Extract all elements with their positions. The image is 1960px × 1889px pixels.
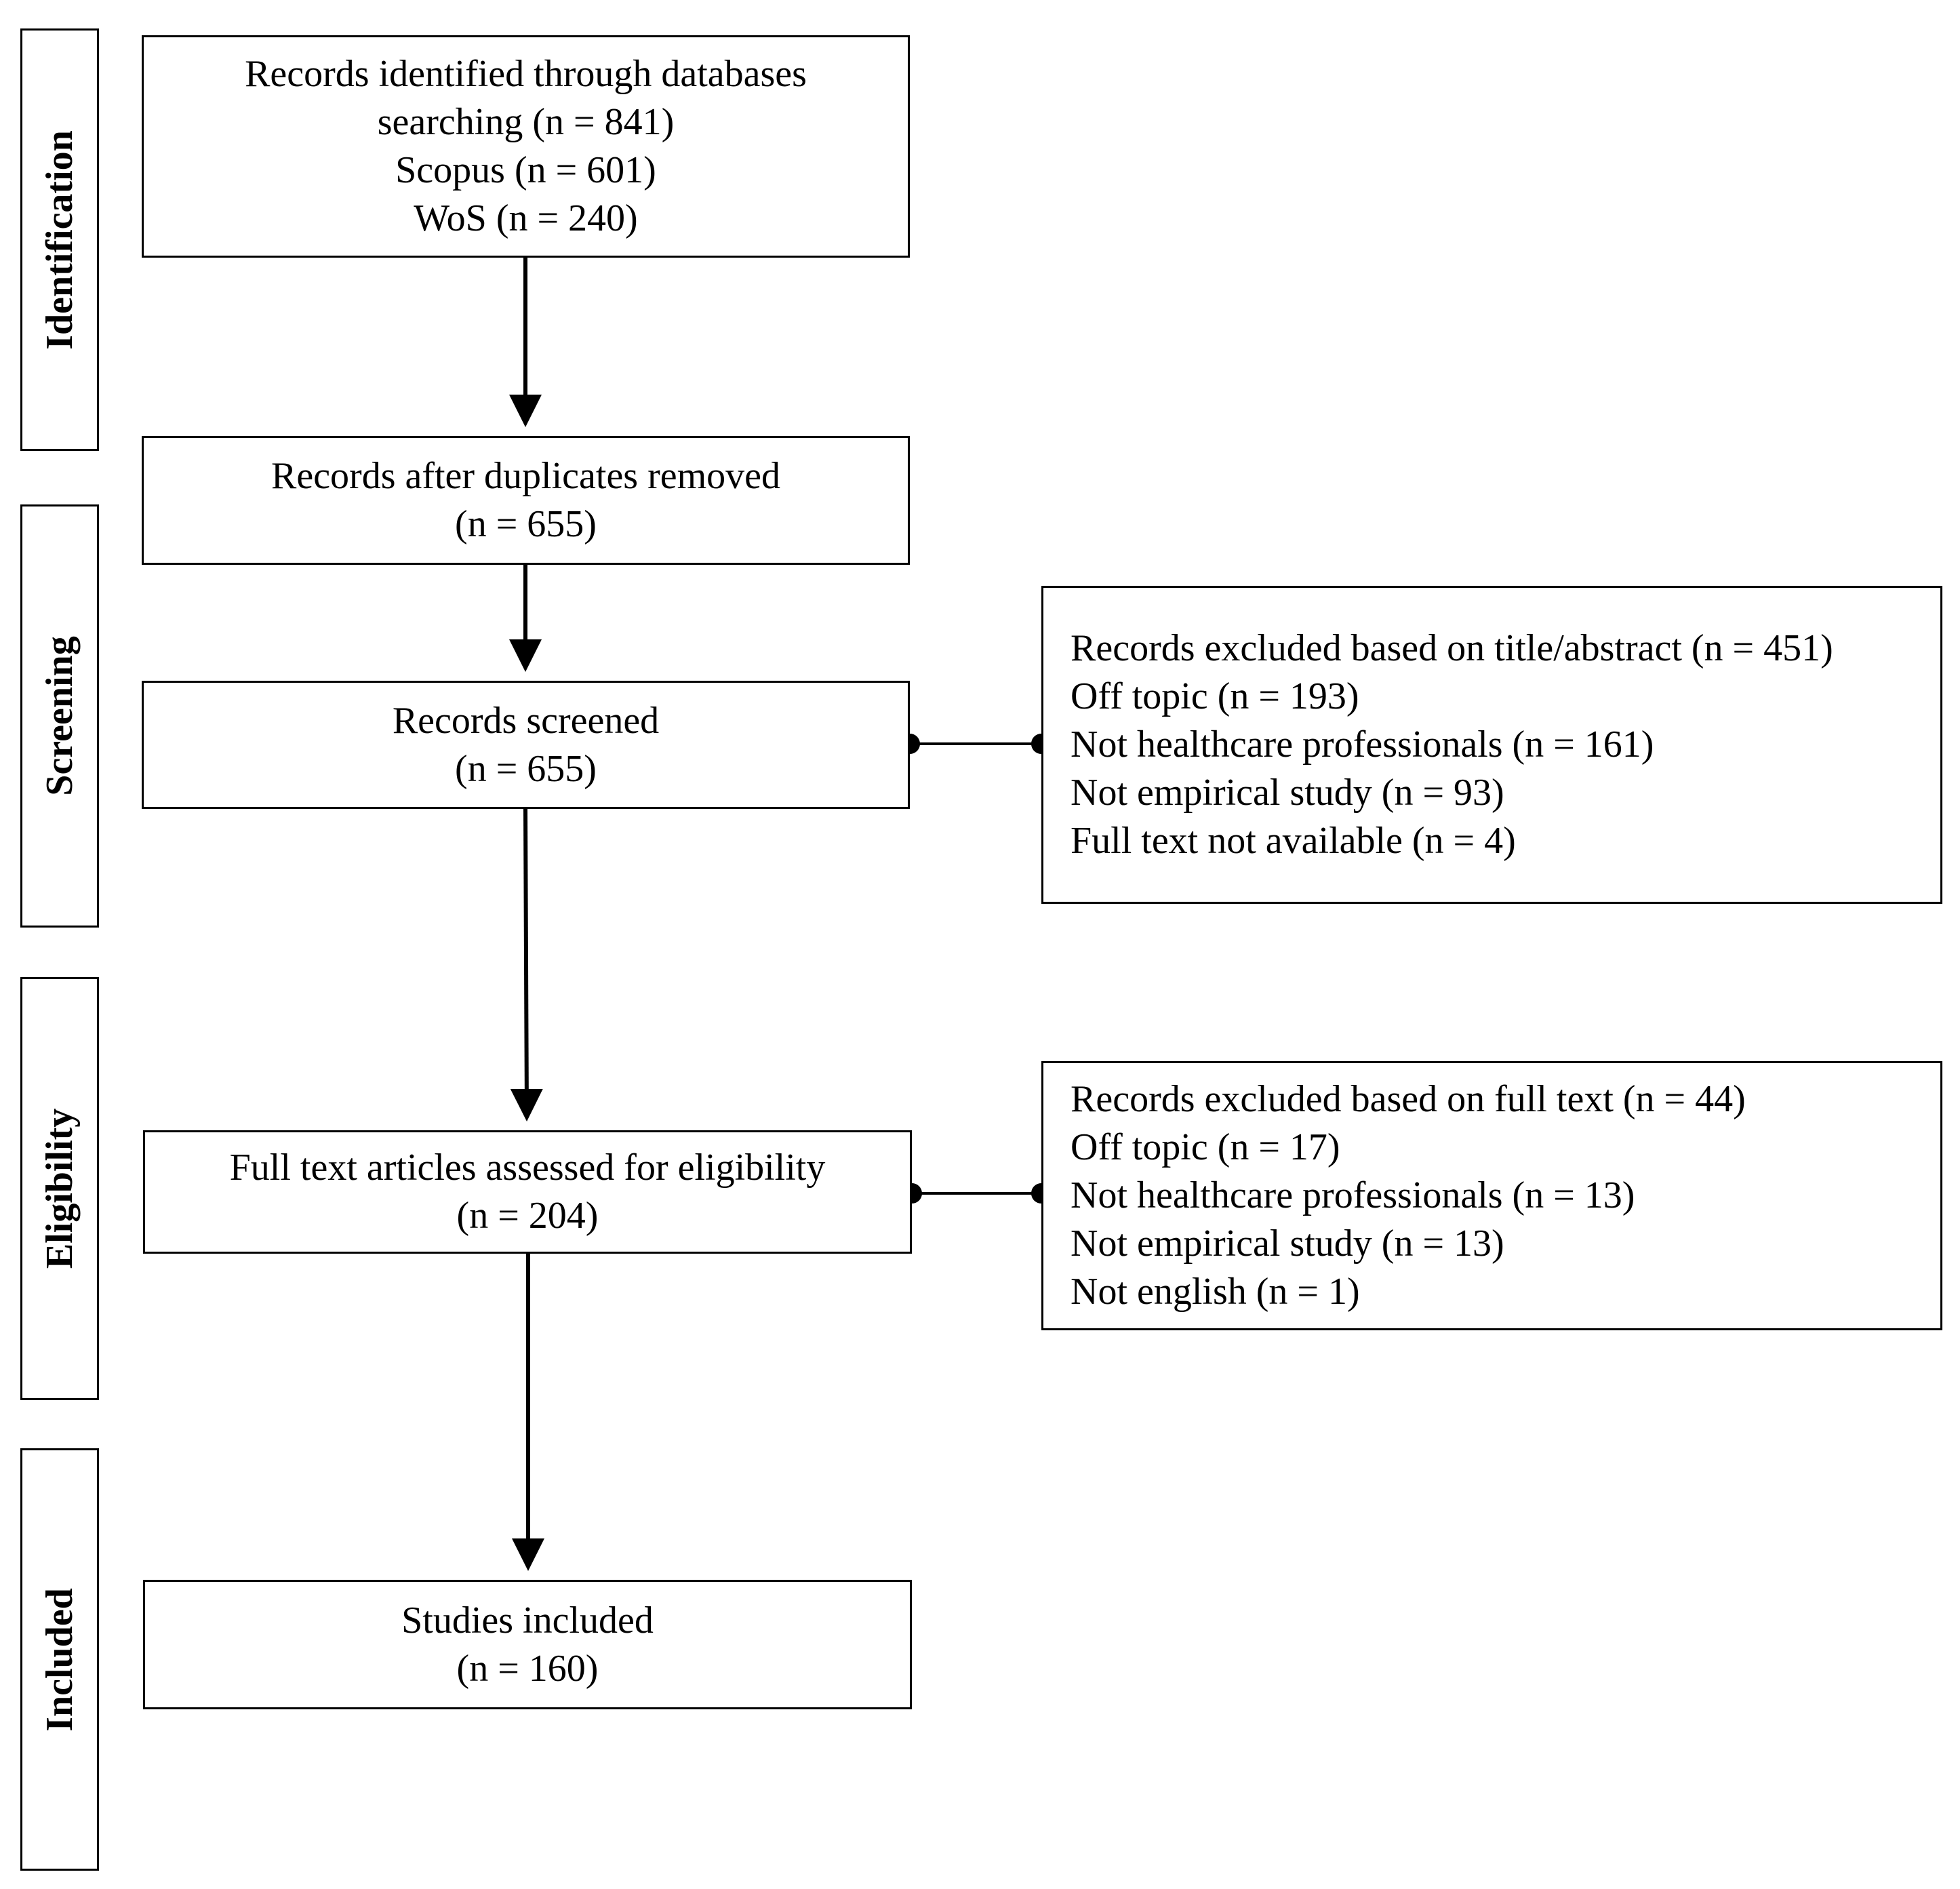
box-text-line: Records excluded based on title/abstract… (1071, 627, 1833, 669)
box-text-line: (n = 655) (455, 747, 597, 790)
phase-included: Included (20, 1448, 99, 1871)
box-text-line: Scopus (n = 601) (395, 149, 656, 191)
box-text-line: Records excluded based on full text (n =… (1071, 1078, 1746, 1120)
box-records-identified: Records identified through databases sea… (142, 35, 910, 258)
box-text-line: (n = 204) (456, 1195, 599, 1237)
box-text-line: Full text articles assessed for eligibil… (229, 1147, 826, 1189)
phase-eligibility: Eligibility (20, 977, 99, 1400)
box-text-line: Records screened (392, 699, 660, 742)
box-text-line: Off topic (n = 17) (1071, 1126, 1340, 1168)
box-text-line: searching (n = 841) (377, 101, 675, 143)
box-text-line: Records after duplicates removed (271, 455, 781, 497)
box-text-line: Not empirical study (n = 93) (1071, 772, 1504, 814)
box-text-line: (n = 655) (455, 503, 597, 545)
phase-identification: Identification (20, 28, 99, 451)
box-text-line: Not healthcare professionals (n = 13) (1071, 1174, 1635, 1216)
box-excluded-full-text: Records excluded based on full text (n =… (1041, 1061, 1942, 1330)
box-studies-included: Studies included (n = 160) (143, 1580, 912, 1709)
box-text-line: (n = 160) (456, 1647, 599, 1690)
box-text-line: Full text not available (n = 4) (1071, 820, 1516, 862)
box-text-line: Not healthcare professionals (n = 161) (1071, 723, 1654, 765)
box-text-line: WoS (n = 240) (414, 197, 638, 239)
phase-screening: Screening (20, 504, 99, 928)
arrow-screened-to-fulltext (510, 808, 543, 1121)
box-text-line: Not empirical study (n = 13) (1071, 1222, 1504, 1265)
box-records-screened: Records screened (n = 655) (142, 681, 910, 809)
box-text-line: Not english (n = 1) (1071, 1271, 1360, 1313)
box-text-line: Off topic (n = 193) (1071, 675, 1359, 717)
box-text-line: Studies included (401, 1599, 654, 1642)
box-text-line: Records identified through databases (245, 53, 807, 95)
box-duplicates-removed: Records after duplicates removed (n = 65… (142, 436, 910, 565)
box-full-text-assessed: Full text articles assessed for eligibil… (143, 1130, 912, 1254)
box-excluded-title-abstract: Records excluded based on title/abstract… (1041, 586, 1942, 904)
